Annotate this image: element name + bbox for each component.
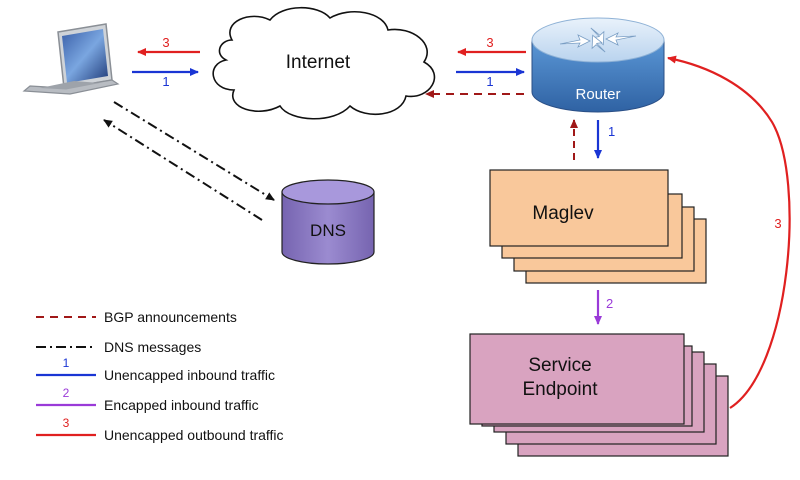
cloud-icon	[212, 7, 436, 120]
dns-arrow-laptop-to-dns	[113, 101, 275, 201]
legend-label-bgp: BGP announcements	[104, 309, 237, 325]
legend-marker-1: 1	[63, 356, 70, 370]
legend-label-encapped: Encapped inbound traffic	[104, 397, 259, 413]
arrow-label-1: 1	[486, 74, 493, 89]
service-endpoint-label-line2: Endpoint	[522, 379, 598, 400]
arrow-label-3: 3	[774, 216, 781, 231]
database-icon	[281, 179, 375, 265]
dns-arrow-dns-to-laptop	[103, 119, 263, 221]
router-label: Router	[575, 86, 620, 103]
outbound-arrow-endpoint-to-router	[667, 55, 791, 409]
arrow-label-3: 3	[486, 35, 493, 50]
dns-label: DNS	[310, 221, 346, 240]
maglev-box	[489, 169, 669, 247]
arrow-label-3: 3	[162, 35, 169, 50]
arrow-label-1: 1	[608, 124, 615, 139]
service-endpoint-label-line1: Service	[528, 355, 591, 376]
legend-label-inbound: Unencapped inbound traffic	[104, 367, 275, 383]
legend-marker-2: 2	[63, 386, 70, 400]
legend: BGP announcements DNS messages 1 Unencap…	[36, 309, 284, 443]
legend-label-dns: DNS messages	[104, 339, 201, 355]
arrow-label-1: 1	[162, 74, 169, 89]
arrow-label-2: 2	[606, 296, 613, 311]
router-icon	[531, 17, 665, 113]
maglev-stack	[489, 169, 707, 284]
service-endpoint-stack	[469, 333, 729, 457]
legend-marker-3: 3	[63, 416, 70, 430]
laptop-icon	[22, 23, 120, 95]
legend-label-outbound: Unencapped outbound traffic	[104, 427, 284, 443]
service-endpoint-box	[469, 333, 685, 425]
maglev-label: Maglev	[532, 203, 594, 224]
internet-label: Internet	[286, 52, 351, 73]
